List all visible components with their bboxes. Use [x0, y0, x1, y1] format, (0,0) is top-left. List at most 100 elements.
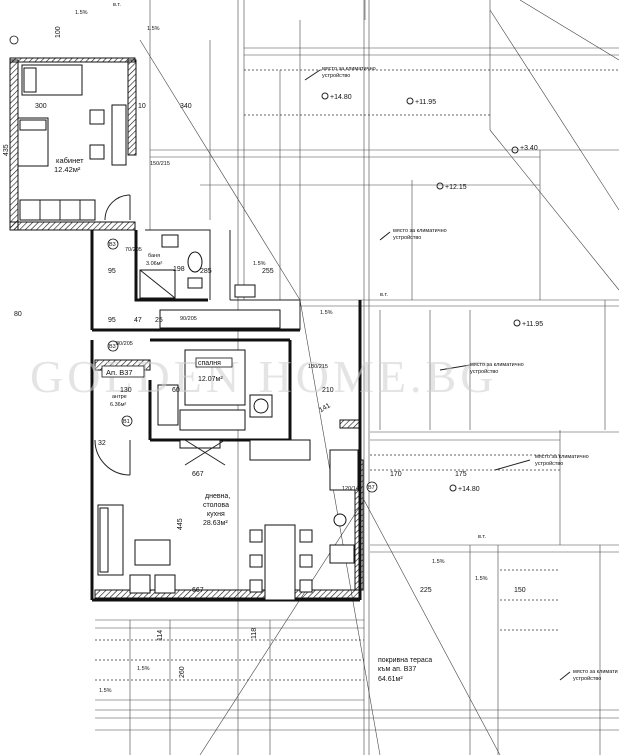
- slope-5: 1.5%: [432, 559, 445, 565]
- dimension-label: 260: [179, 666, 186, 678]
- hall-area: 6.36м²: [110, 402, 126, 408]
- living-name-2: столова: [203, 502, 229, 509]
- dimension-label: 300: [35, 103, 47, 110]
- tv-unit: [179, 439, 221, 449]
- dimension-label: 90/205: [180, 316, 197, 322]
- office-area: 12.42м²: [54, 165, 81, 174]
- dimension-label: 198: [173, 266, 185, 273]
- watermark: GOLDEN HOME.BG: [30, 351, 497, 402]
- ac-note-4a: място за климатично: [535, 454, 589, 460]
- slope-3: 1.5%: [253, 261, 266, 267]
- slope-8: 1.5%: [475, 576, 488, 582]
- bedroom-area: 12.07м²: [198, 376, 223, 383]
- toilet: [187, 251, 203, 273]
- level-1480-a: +14.80: [330, 94, 352, 101]
- dimension-label: 435: [3, 144, 10, 156]
- railing-dashes: [95, 69, 619, 681]
- dimension-label: 225: [420, 587, 432, 594]
- dimension-label: 445: [177, 518, 184, 530]
- slope-1: 1.5%: [75, 10, 88, 16]
- wt-3: в.т.: [478, 534, 486, 540]
- dimension-label: 667: [192, 587, 204, 594]
- dimension-label: 150/215: [150, 161, 170, 167]
- kitchen-counter: [249, 439, 311, 461]
- dimension-label: 80/205: [116, 341, 133, 347]
- washbasin: [161, 234, 179, 248]
- desk: [111, 104, 127, 166]
- living-name-3: кухня: [207, 511, 225, 518]
- door-symbols: [9, 35, 378, 493]
- dimension-label: 80: [14, 311, 22, 318]
- leader-lines: [304, 69, 571, 681]
- bedroom-furniture: [157, 349, 273, 431]
- dimension-label: 118: [251, 628, 258, 639]
- dimension-label: 667: [192, 471, 204, 478]
- door-tag-b3b: В3: [109, 344, 116, 350]
- dimension-label: 114: [157, 630, 164, 641]
- dimension-label: 170: [390, 471, 402, 478]
- notes: място за климатично устройство място за …: [75, 2, 618, 694]
- door-tag-b1: В1: [123, 419, 130, 425]
- dimension-label: 95: [108, 268, 116, 275]
- ac-note-1b: устройство: [322, 72, 350, 79]
- dimension-label: 47: [134, 317, 142, 324]
- ac-note-1a: място за климатично: [322, 66, 376, 72]
- dimension-label: 100: [55, 26, 62, 38]
- dimension-label: 285: [200, 268, 212, 275]
- wardrobe: [19, 199, 96, 221]
- dimension-label: 130: [120, 387, 132, 394]
- dimension-label: 340: [180, 103, 192, 110]
- dimension-label: 120/140: [342, 486, 362, 492]
- bathroom-fixtures: [139, 234, 256, 299]
- dining-table: [264, 524, 296, 601]
- dimension-label: 141: [318, 402, 332, 414]
- walls: [9, 57, 364, 602]
- office-furniture: [17, 64, 131, 221]
- coffee-table: [134, 539, 171, 566]
- ac-note-2a: място за климатично: [393, 228, 447, 234]
- door-tag-b7: В7: [368, 485, 375, 491]
- ac-note-3b: устройство: [470, 368, 498, 375]
- bathroom-name: баня: [148, 253, 160, 259]
- level-1195-a: +11.95: [415, 99, 436, 106]
- slope-4: 1.5%: [320, 310, 333, 316]
- living-name-1: дневна,: [205, 493, 230, 500]
- level-1215: +12.15: [445, 184, 467, 191]
- dimension-label: 180/215: [308, 364, 328, 370]
- ac-note-5b: устройство: [573, 675, 601, 682]
- level-1480-b: +14.80: [458, 486, 480, 493]
- terrace-area: 64.61м²: [378, 676, 403, 683]
- dimensions: 300 10 340 435 95 285 255 198 95 47 25 1…: [3, 26, 526, 678]
- living-furniture: [97, 439, 359, 601]
- level-340: +3.40: [520, 145, 538, 152]
- level-markers: [321, 92, 521, 492]
- slope-7: 1.5%: [99, 688, 112, 694]
- dimension-label: 150: [514, 587, 526, 594]
- room-labels: кабинет 12.42м² баня 3.06м² спалня 12.07…: [54, 156, 432, 683]
- dimension-label: 32: [98, 440, 106, 447]
- apartment-tag: Ап. B37: [106, 368, 133, 377]
- bedroom-name: спалня: [198, 360, 221, 367]
- ac-note-2b: устройство: [393, 234, 421, 241]
- living-area: 28.63м²: [203, 520, 228, 527]
- terrace-name-2: към ап. B37: [378, 666, 416, 673]
- hall-furniture: [94, 309, 281, 476]
- bathroom-area: 3.06м²: [146, 261, 162, 267]
- terrace-name-1: покривна тераса: [378, 657, 432, 664]
- slope-6: 1.5%: [137, 666, 150, 672]
- ac-note-5a: място за климати: [573, 669, 618, 675]
- dimension-label: 25: [155, 317, 163, 324]
- dimension-label: 10: [138, 103, 146, 110]
- ac-note-3a: място за климатично: [470, 362, 524, 368]
- dimension-label: 95: [108, 317, 116, 324]
- wt-2: в.т.: [380, 292, 388, 298]
- terrace-grid: [95, 0, 619, 755]
- hall-name: антре: [112, 394, 127, 400]
- dimension-label: 255: [262, 268, 274, 275]
- dimension-label: 175: [455, 471, 467, 478]
- dimension-label: 210: [322, 387, 334, 394]
- dimension-label: 60: [172, 387, 180, 394]
- ac-note-4b: устройство: [535, 460, 563, 467]
- office-name: кабинет: [56, 156, 84, 165]
